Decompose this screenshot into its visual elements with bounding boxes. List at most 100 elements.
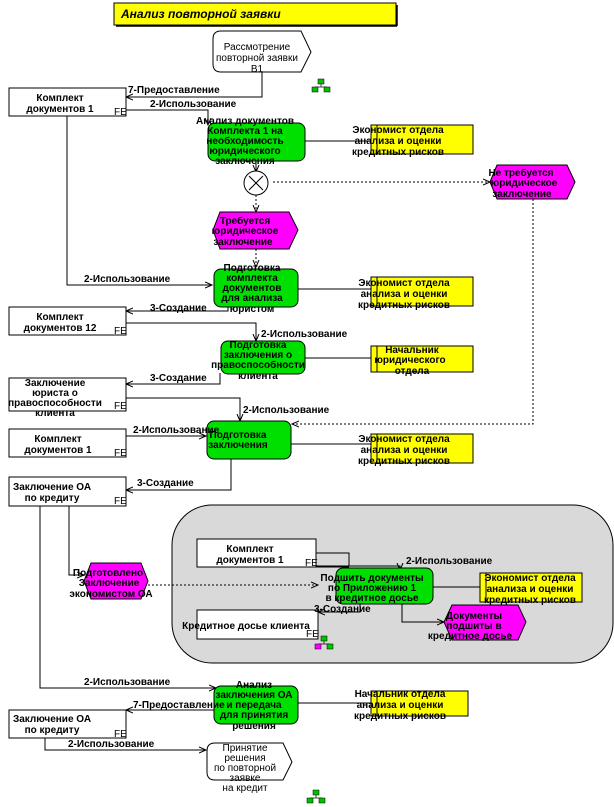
doc-label: клиента xyxy=(35,408,75,419)
role-label: кредитных рисков xyxy=(352,147,444,158)
edge-label: 2-Использование xyxy=(150,99,237,110)
event-label: юридическое xyxy=(212,226,279,237)
edge-label: 7-Предоставление xyxy=(133,700,225,711)
hierarchy-icon xyxy=(314,635,334,650)
doc-label: документов 1 xyxy=(24,445,92,456)
role-r4[interactable]: Экономист отдела анализа и оценки кредит… xyxy=(358,433,474,467)
role-label: кредитных рисков xyxy=(358,300,450,311)
function-f4[interactable]: Подготовка заключения xyxy=(206,420,292,460)
role-r3[interactable]: Начальник юридического отдела xyxy=(370,345,474,377)
function-label: клиента xyxy=(238,371,278,382)
edge-label: 2-Использование xyxy=(133,425,220,436)
function-label: заключения xyxy=(208,440,268,451)
interface-top-line: Рассмотрение xyxy=(224,42,291,53)
edge-label: 2-Использование xyxy=(243,405,330,416)
edge-label: 2-Использование xyxy=(406,556,493,567)
doc-label: Комплект xyxy=(34,434,81,445)
role-label: Экономист отдела xyxy=(358,434,450,445)
function-f6[interactable]: Анализ заключения ОА и передача для прин… xyxy=(213,680,299,732)
function-label: для анализа xyxy=(221,293,283,304)
role-label: Экономист отдела xyxy=(358,278,450,289)
function-label: заключения о xyxy=(224,350,292,361)
event-label: Документы xyxy=(446,611,502,622)
function-label: юридического xyxy=(209,146,280,157)
event-label: Требуется xyxy=(220,215,270,227)
interface-bottom-line: по повторной xyxy=(214,763,276,774)
role-r2[interactable]: Экономист отдела анализа и оценки кредит… xyxy=(358,276,474,311)
role-label: анализа и оценки xyxy=(361,289,448,300)
function-label: комплекта xyxy=(226,273,278,284)
document-d3[interactable]: Заключение юриста о правоспособности кли… xyxy=(8,377,127,419)
event-e3[interactable]: Подготовлено Заключение экономистом ОА xyxy=(69,562,153,600)
doc-marker: FE xyxy=(114,496,127,507)
edge-label: 3-Создание xyxy=(150,373,207,384)
edge-label: 2-Использование xyxy=(261,329,348,340)
edge-label: 3-Создание xyxy=(150,303,207,314)
doc-marker: FE xyxy=(114,107,127,118)
role-label: анализа и оценки xyxy=(355,136,442,147)
dashed-connectors xyxy=(148,182,534,585)
role-label: Начальник отдела xyxy=(355,689,446,700)
interface-bottom-line: решения xyxy=(224,753,265,764)
document-d8[interactable]: Заключение ОА по кредиту FE xyxy=(8,709,127,740)
function-label: правоспособности xyxy=(211,359,305,371)
doc-marker: FE xyxy=(114,448,127,459)
interface-top-line: повторной заявки xyxy=(216,53,298,64)
function-f3[interactable]: Подготовка заключения о правоспособности… xyxy=(211,340,306,382)
function-label: Подшить документы xyxy=(320,573,423,584)
function-label: Анализ документов xyxy=(196,116,294,127)
event-label: заключение xyxy=(492,189,552,200)
hierarchy-icon xyxy=(311,78,331,93)
role-label: Экономист отдела xyxy=(484,573,576,584)
function-f1[interactable]: Анализ документов Комплекта 1 на необход… xyxy=(196,116,306,167)
interface-bottom-line: на кредит xyxy=(222,783,268,794)
function-f5[interactable]: Подшить документы по Приложению 1 в кред… xyxy=(320,567,434,605)
document-d2[interactable]: Комплект документов 12 FE xyxy=(8,306,127,337)
event-e1[interactable]: Требуется юридическое заключение xyxy=(212,211,299,250)
role-label: анализа и оценки xyxy=(361,445,448,456)
function-label: и передача xyxy=(226,700,282,711)
doc-label: документов 1 xyxy=(216,555,284,566)
document-d4[interactable]: Комплект документов 1 FE xyxy=(8,428,127,459)
event-label: Подготовлено xyxy=(73,568,143,579)
interface-bottom-line: заявке xyxy=(230,773,261,784)
xor-connector[interactable] xyxy=(243,170,269,196)
function-label: документов xyxy=(223,283,282,294)
doc-label: документов 1 xyxy=(26,104,94,115)
event-e2[interactable]: Не требуется юридическое заключение xyxy=(488,164,576,200)
edge-label: 2-Использование xyxy=(68,739,155,750)
doc-marker: FE xyxy=(114,326,127,337)
function-label: решения xyxy=(232,721,276,732)
document-d1[interactable]: Комплект документов 1 FE xyxy=(8,87,127,118)
edge-labels: 7-Предоставление 2-Использование 2-Испол… xyxy=(68,85,493,750)
process-interface-bottom[interactable]: Принятие решения по повторной заявке на … xyxy=(206,742,293,794)
event-label: Заключение xyxy=(79,578,140,589)
process-interface-top[interactable]: Рассмотрение повторной заявки B1 xyxy=(212,30,312,75)
document-d6[interactable]: Комплект документов 1 FE xyxy=(196,538,318,569)
function-label: Подготовка xyxy=(230,340,287,351)
function-label: необходимость xyxy=(206,135,283,147)
role-label: кредитных рисков xyxy=(358,456,450,467)
role-r1[interactable]: Экономист отдела анализа и оценки кредит… xyxy=(352,124,474,158)
function-f2[interactable]: Подготовка комплекта документов для анал… xyxy=(213,263,299,315)
doc-label: Комплект xyxy=(36,93,83,104)
function-label: юристом xyxy=(230,304,275,315)
document-d7[interactable]: Кредитное досье клиента FE xyxy=(182,609,319,640)
role-label: Начальник xyxy=(385,345,440,356)
doc-label: Комплект xyxy=(226,544,273,555)
doc-label: Заключение ОА xyxy=(13,482,91,493)
document-d5[interactable]: Заключение ОА по кредиту FE xyxy=(8,476,127,507)
role-r5[interactable]: Экономист отдела анализа и оценки кредит… xyxy=(479,572,583,606)
diagram-title: Анализ повторной заявки xyxy=(113,2,398,27)
doc-label: документов 12 xyxy=(24,323,97,334)
role-r6[interactable]: Начальник отдела анализа и оценки кредит… xyxy=(354,689,469,722)
event-e4[interactable]: Документы подшиты в кредитное досье xyxy=(428,604,527,642)
title-text: Анализ повторной заявки xyxy=(120,7,281,21)
event-label: кредитное досье xyxy=(428,631,513,642)
doc-label: Заключение ОА xyxy=(13,714,91,725)
role-label: юридического xyxy=(374,355,445,366)
doc-label: правоспособности xyxy=(8,397,102,409)
event-label: экономистом ОА xyxy=(69,589,152,600)
role-label: анализа и оценки xyxy=(487,584,574,595)
edge-label: 2-Использование xyxy=(84,677,171,688)
